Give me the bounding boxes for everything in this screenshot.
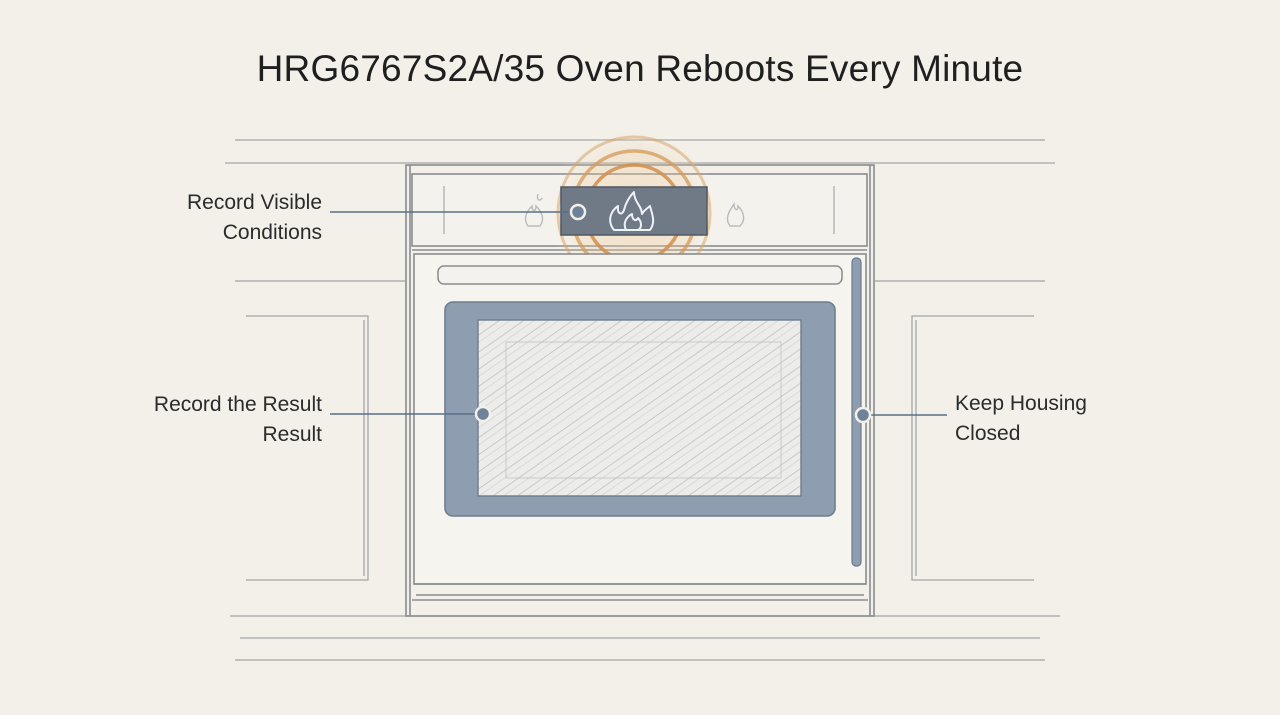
flame-icon-left xyxy=(524,193,544,227)
callout-handle-label: Keep Housing Closed xyxy=(955,389,1087,449)
callout-window-line1: Record the Result xyxy=(153,393,322,416)
callout-display-line2: Conditions xyxy=(222,221,322,244)
callout-leader-window xyxy=(330,405,492,423)
bottom-trim xyxy=(412,583,868,601)
flame-icon xyxy=(609,191,655,231)
callout-handle-line1: Keep Housing xyxy=(955,392,1087,415)
callout-handle-line2: Closed xyxy=(955,422,1021,445)
right-cabinet-door xyxy=(911,315,1034,581)
oven-window xyxy=(444,301,836,517)
callout-window-label: Record the Result Result xyxy=(154,390,322,450)
callout-leader-display xyxy=(330,203,587,221)
callout-display-line1: Record Visible xyxy=(186,191,322,214)
flame-icon-right xyxy=(726,201,745,227)
callout-window-line2: Result xyxy=(262,423,322,446)
callout-leader-handle xyxy=(854,406,947,424)
diagram-title: HRG6767S2A/35 Oven Reboots Every Minute xyxy=(256,48,1024,89)
callout-display-label: Record Visible Conditions xyxy=(187,188,322,248)
left-cabinet-door xyxy=(246,315,369,581)
